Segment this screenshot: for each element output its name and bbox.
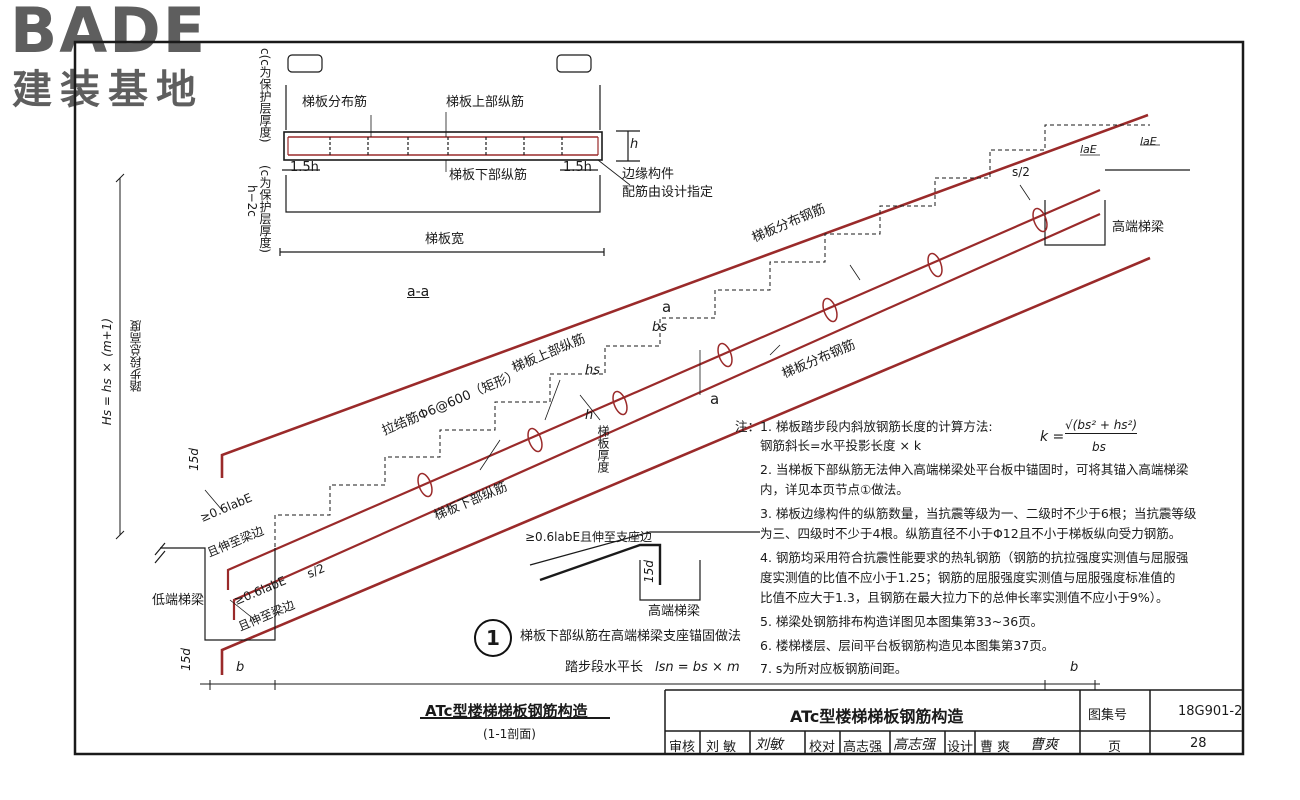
brand-logo-cn: 建装基地: [12, 67, 204, 113]
label-cover-lower: (c为保护层厚度): [258, 165, 272, 253]
page-number: 28: [1190, 736, 1207, 751]
section-caption: (1-1剖面): [483, 727, 536, 741]
label-lae-1: laE: [1080, 143, 1097, 156]
brand-logo: BADE: [10, 0, 208, 67]
label-slab-thickness: 梯板厚度: [596, 425, 610, 473]
designer-signature: 曹爽: [1030, 737, 1058, 753]
label-edge-member: 边缘构件: [622, 167, 675, 182]
note-line-4: 内，详见本页节点①做法。: [760, 482, 909, 497]
label-1-5h-left: 1.5h: [290, 160, 319, 175]
note-line-1: 1. 梯板踏步段内斜放钢筋长度的计算方法:: [760, 419, 993, 434]
label-h: h: [630, 137, 639, 152]
sheet-title: ATc型楼梯梯板钢筋构造: [790, 707, 964, 726]
total-height-dimension: [115, 173, 125, 540]
label-dist-rebar-top: 梯板分布筋: [302, 95, 368, 110]
note-line-7: 4. 钢筋均采用符合抗震性能要求的热轧钢筋（钢筋的抗拉强度实测值与屈服强: [760, 550, 1189, 565]
reviewer-name: 刘 敏: [706, 740, 737, 755]
label-section-aa: a-a: [407, 284, 430, 300]
label-s-half-top: s/2: [1012, 165, 1030, 179]
cross-section-aa: [279, 54, 640, 256]
high-end-beam: [1044, 169, 1190, 246]
label-rebar-by-design: 配筋由设计指定: [622, 185, 714, 200]
label-node-anchor: ≥0.6labE且伸至支座边: [525, 530, 653, 544]
drawing-title: ATc型楼梯梯板钢筋构造: [425, 702, 588, 720]
title-block: [420, 689, 1243, 754]
label-b-right: b: [1070, 660, 1079, 675]
label-total-height: Hs = hs × (m+1): [100, 318, 114, 426]
label-h-minus-2c: h−2c: [245, 185, 259, 217]
label-cover-upper: c(c为保护层厚度): [258, 48, 272, 143]
label-node-high-beam: 高端梯梁: [648, 604, 701, 619]
leader-lines: [204, 144, 1160, 621]
label-b-left: b: [236, 660, 245, 675]
note-line-10: 5. 梯梁处钢筋排布构造详图见本图集第33~36页。: [760, 614, 1044, 629]
label-lae-2: laE: [1140, 135, 1157, 148]
atlas-label: 图集号: [1088, 708, 1128, 723]
label-15d-2: 15d: [179, 648, 193, 671]
checker-signature: 高志强: [893, 737, 935, 753]
label-horizontal-length: 踏步段水平长: [565, 660, 644, 675]
page-label: 页: [1108, 740, 1122, 755]
note-line-2: 钢筋斜长=水平投影长度 × k: [760, 438, 922, 453]
label-bs: bs: [652, 320, 668, 335]
note-line-9: 比值不应大于1.3，且钢筋在最大拉力下的总伸长率实测值不应小于9%）。: [760, 590, 1169, 605]
label-node-15d: 15d: [642, 560, 656, 583]
notes-prefix: 注：: [735, 419, 761, 434]
design-label: 设计: [947, 740, 974, 755]
label-hs: hs: [585, 363, 601, 378]
label-h-small: h: [585, 408, 594, 423]
label-slab-width: 梯板宽: [425, 232, 465, 247]
label-a-upper: a: [662, 298, 672, 316]
formula-denominator: bs: [1092, 440, 1106, 454]
note-line-6: 为三、四级时不少于4根。纵筋直径不小于Φ12且不小于梯板纵向受力钢筋。: [760, 526, 1182, 541]
label-high-beam: 高端梯梁: [1112, 220, 1165, 235]
horizontal-dimension: [200, 680, 1100, 690]
slab-lines: [220, 113, 1151, 675]
label-upper-rebar-top: 梯板上部纵筋: [446, 95, 525, 110]
label-a-lower: a: [710, 390, 720, 408]
reviewer-signature: 刘敏: [755, 737, 783, 753]
label-node-caption: 梯板下部纵筋在高端梯梁支座锚固做法: [520, 629, 742, 644]
check-label: 校对: [809, 740, 836, 755]
sheet-frame: [73, 40, 1245, 756]
checker-name: 高志强: [843, 740, 883, 755]
distribution-rebar-marks: [417, 207, 1048, 498]
label-horizontal-formula: lsn = bs × m: [655, 660, 740, 675]
node-1-detail: [529, 531, 760, 601]
formula-k: k =: [1040, 429, 1065, 445]
formula-numerator: √(bs² + hs²): [1065, 418, 1138, 434]
label-1-5h-right: 1.5h: [563, 160, 592, 175]
note-line-3: 2. 当梯板下部纵筋无法伸入高端梯梁处平台板中锚固时，可将其锚入高端梯梁: [760, 462, 1189, 477]
label-15d-1: 15d: [187, 448, 201, 471]
note-line-12: 7. s为所对应板钢筋间距。: [760, 661, 908, 676]
note-line-11: 6. 楼梯楼层、层间平台板钢筋构造见本图集第37页。: [760, 638, 1055, 653]
stair-steps: [274, 124, 1150, 547]
node-number-circle: 1: [474, 619, 512, 657]
low-end-beam: [154, 542, 276, 641]
review-label: 审核: [669, 740, 696, 755]
designer-name: 曹 爽: [980, 740, 1011, 755]
label-low-beam: 低端梯梁: [152, 593, 205, 608]
label-lower-rebar-top: 梯板下部纵筋: [449, 168, 528, 183]
note-line-8: 度实测值的比值不应小于1.25；钢筋的屈服强度实测值与屈服强度标准值的: [760, 570, 1176, 585]
label-total-height-cn: 踏步段总高度: [129, 320, 143, 392]
note-line-5: 3. 梯板边缘构件的纵筋数量，当抗震等级为一、二级时不少于6根；当抗震等级: [760, 506, 1197, 521]
atlas-number: 18G901-2: [1178, 704, 1243, 719]
